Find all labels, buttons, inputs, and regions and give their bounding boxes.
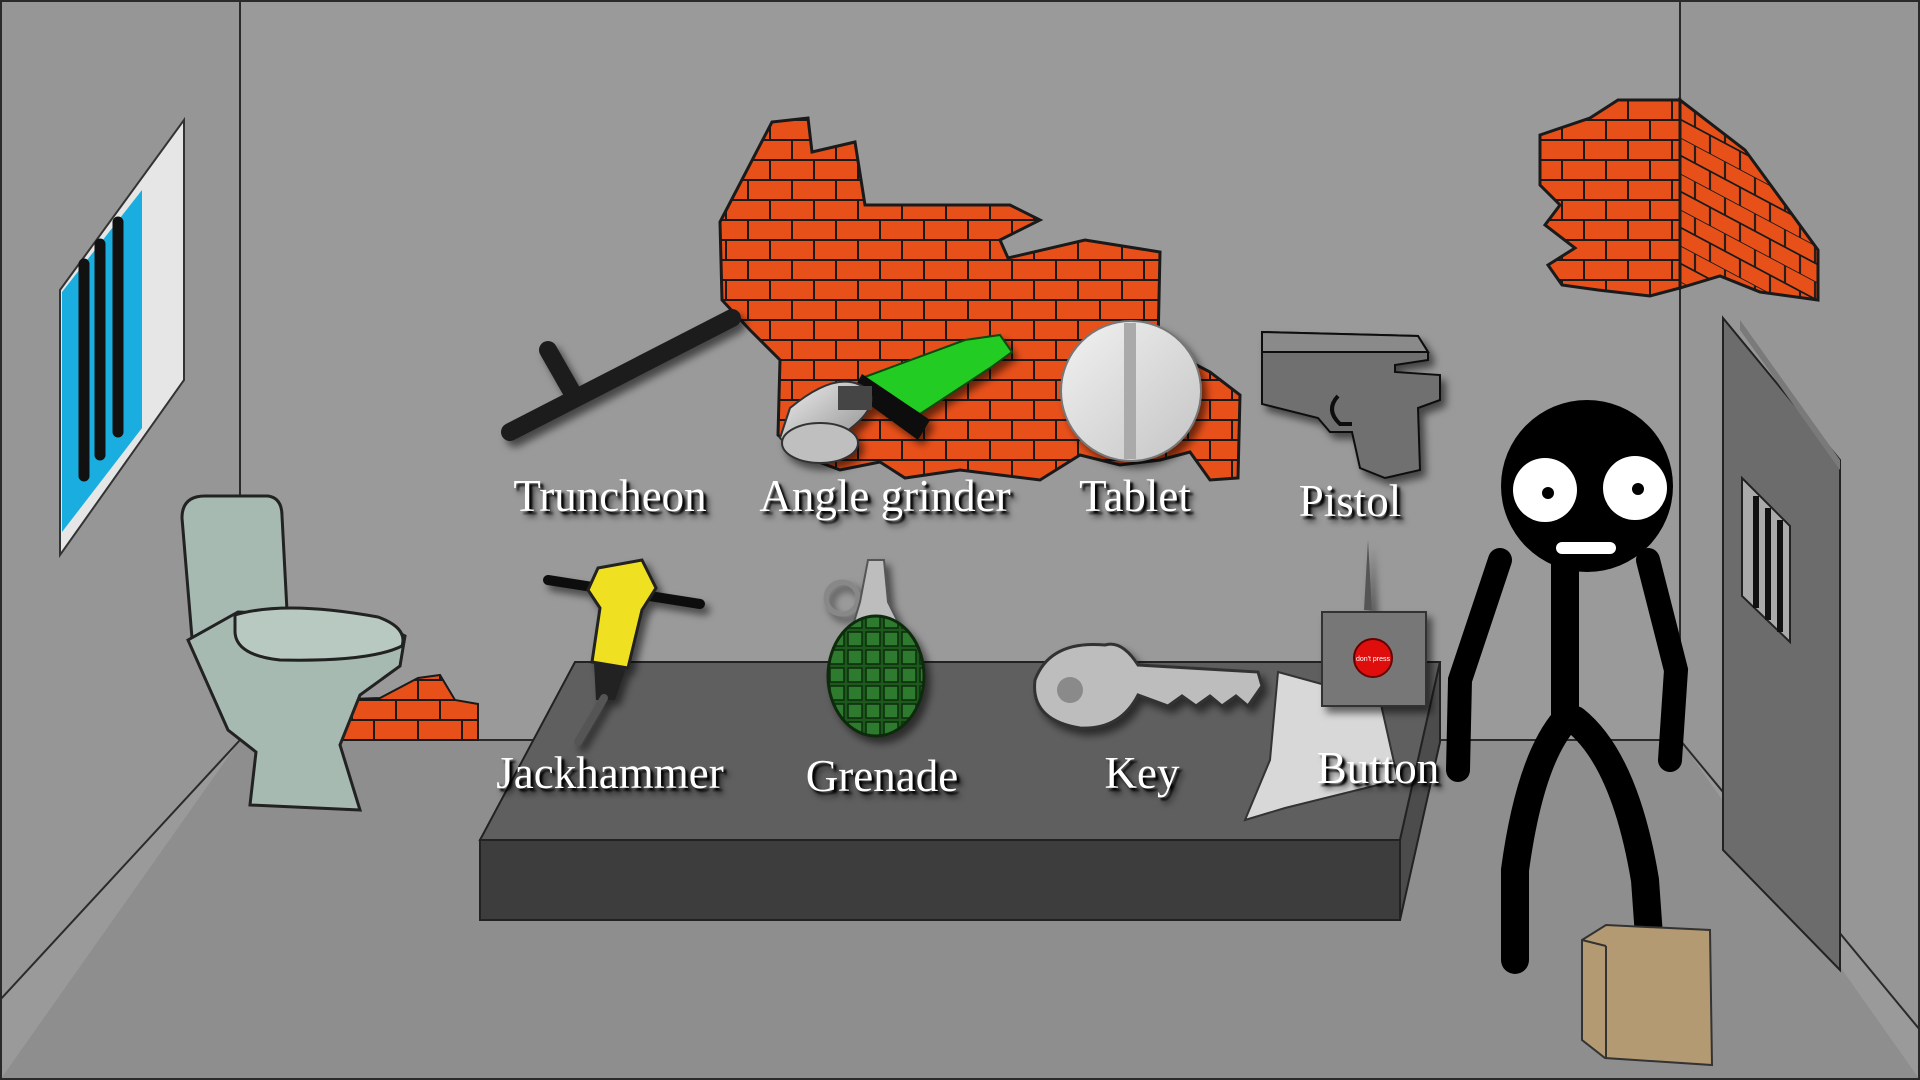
stickman-character[interactable]: [1446, 400, 1689, 974]
pistol-icon[interactable]: [1261, 330, 1441, 480]
label-grenade[interactable]: Grenade: [805, 751, 959, 801]
truncheon-icon[interactable]: [501, 309, 741, 441]
label-jackhammer[interactable]: Jackhammer: [496, 748, 724, 798]
label-key[interactable]: Key: [1104, 748, 1180, 798]
brick-corner-hole: [1538, 96, 1820, 302]
label-truncheon[interactable]: Truncheon: [513, 471, 707, 521]
toilet[interactable]: [180, 494, 407, 812]
label-button[interactable]: Button: [1316, 743, 1440, 793]
tablet-icon[interactable]: [1060, 320, 1202, 462]
label-tablet[interactable]: Tablet: [1079, 471, 1191, 521]
cell-door[interactable]: [1722, 315, 1841, 973]
jackhammer-icon[interactable]: [543, 558, 705, 746]
bed[interactable]: [478, 661, 1442, 921]
angle-grinder-icon[interactable]: [778, 333, 1014, 464]
button-warning-text: don't press: [1356, 656, 1391, 663]
barred-window[interactable]: [59, 116, 185, 559]
label-angle-grinder[interactable]: Angle grinder: [759, 471, 1011, 521]
grenade-icon[interactable]: [823, 559, 926, 738]
key-icon[interactable]: [1033, 642, 1264, 730]
cardboard-box[interactable]: [1581, 923, 1714, 1067]
label-pistol[interactable]: Pistol: [1298, 476, 1402, 526]
dont-press-button-device[interactable]: don't press: [1321, 540, 1427, 707]
